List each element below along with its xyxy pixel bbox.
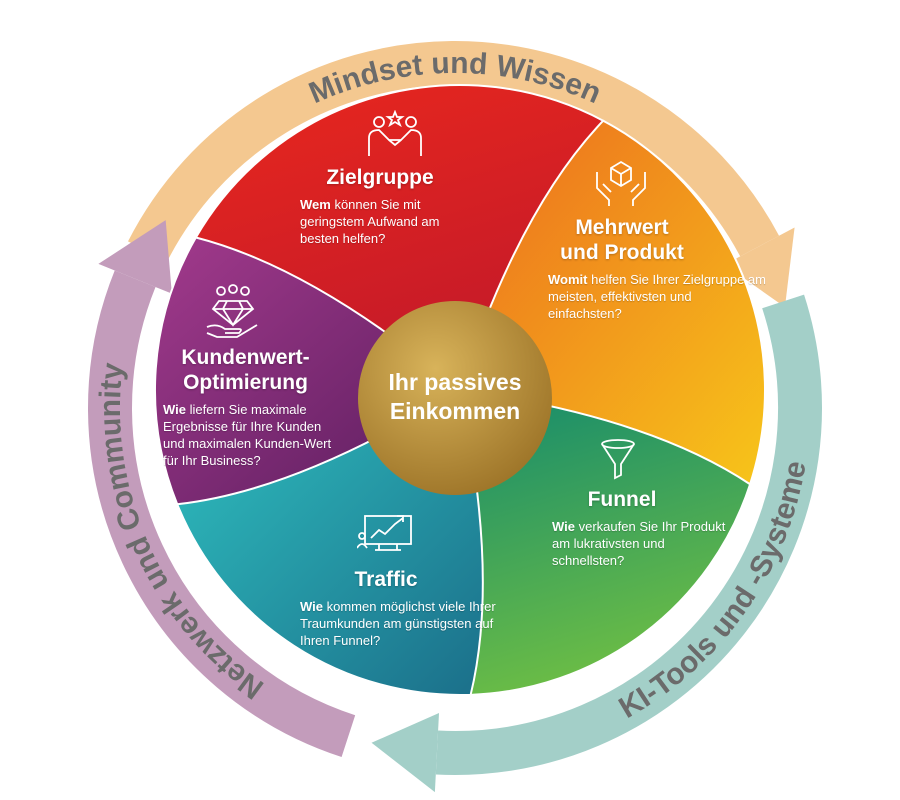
center-line-1: Ihr passives [388, 369, 522, 395]
segment-title: Kundenwert- Optimierung [163, 345, 328, 395]
funnel-icon [601, 439, 635, 480]
lead-word: Wie [300, 599, 323, 614]
segment-funnel: Funnel Wie verkaufen Sie Ihr Produkt am … [552, 487, 732, 569]
description-text: helfen Sie Ihrer Zielgruppe am meisten, … [548, 272, 766, 321]
handshake-star-icon [368, 110, 422, 156]
segment-zielgruppe: Zielgruppe Wem können Sie mit geringstem… [300, 165, 480, 247]
ring-arrow-mindset [128, 41, 780, 262]
arrowhead-icon [724, 227, 795, 308]
description-text: kommen möglichst viele Ihrer Traumkunden… [300, 599, 496, 648]
title-line-2: Optimierung [183, 371, 308, 394]
lead-word: Womit [548, 272, 588, 287]
segment-description: Womit helfen Sie Ihrer Zielgruppe am mei… [548, 271, 768, 322]
lead-word: Wie [552, 519, 575, 534]
description-text: verkaufen Sie Ihr Produkt am lukrativste… [552, 519, 726, 568]
lead-word: Wie [163, 402, 186, 417]
chart-monitor-icon [357, 515, 412, 551]
segment-mehrwert: Mehrwert und Produkt Womit helfen Sie Ih… [548, 215, 768, 322]
title-line-1: Mehrwert [575, 216, 669, 239]
hands-box-icon [596, 160, 646, 206]
segment-title: Funnel [587, 488, 657, 511]
segment-kundenwert: Kundenwert- Optimierung Wie liefern Sie … [163, 345, 343, 469]
center-circle [358, 301, 552, 495]
center-line-2: Einkommen [389, 398, 521, 424]
lead-word: Wem [300, 197, 331, 212]
title-line-2: und Produkt [560, 241, 684, 264]
segment-description: Wie verkaufen Sie Ihr Produkt am lukrati… [552, 518, 732, 569]
segment-title: Zielgruppe [326, 166, 434, 189]
arrowhead-icon [371, 712, 440, 793]
outer-ring [88, 41, 822, 793]
segment-description: Wie liefern Sie maximale Ergebnisse für … [163, 401, 343, 469]
segment-title: Traffic [354, 568, 418, 591]
description-text: liefern Sie maximale Ergebnisse für Ihre… [163, 402, 332, 468]
arrowhead-icon [98, 220, 172, 294]
segments [154, 84, 766, 696]
title-line-1: Kundenwert- [181, 346, 310, 369]
center-label: Ihr passives Einkommen [355, 368, 555, 426]
segment-traffic: Traffic Wie kommen möglichst viele Ihrer… [300, 567, 515, 649]
ring-arrow-netzwerk [88, 270, 356, 758]
segment-description: Wie kommen möglichst viele Ihrer Traumku… [300, 598, 515, 649]
segment-description: Wem können Sie mit geringstem Aufwand am… [300, 196, 480, 247]
diamond-hand-icon [206, 284, 258, 338]
segment-shape-kundenwert [154, 236, 462, 506]
description-text: können Sie mit geringstem Aufwand am bes… [300, 197, 440, 246]
ring-arrow-ki-tools [435, 294, 822, 775]
segment-title: Mehrwert und Produkt [548, 215, 696, 265]
